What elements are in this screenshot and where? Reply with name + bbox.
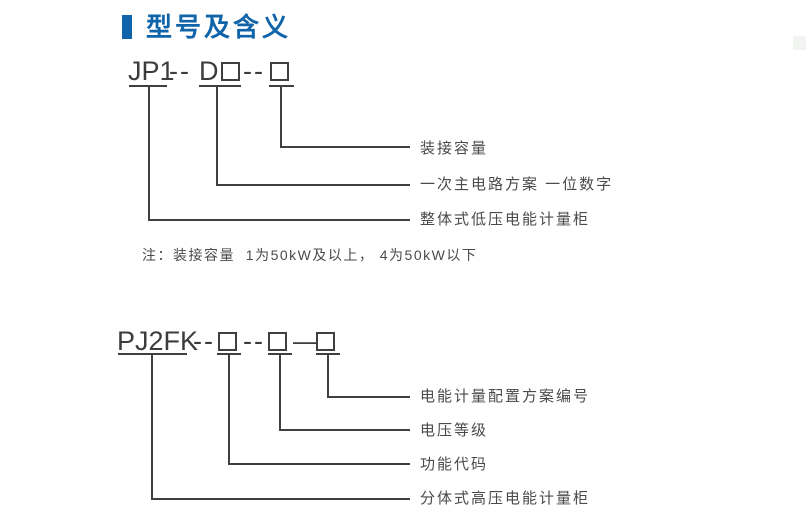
jp1-branch-horizontal-3 — [280, 146, 410, 148]
pj2fk-branch-vertical-3 — [279, 353, 281, 431]
pj2fk-branch-vertical-1 — [151, 353, 153, 500]
pj2fk-code-prefix: PJ2FK — [117, 326, 199, 356]
pj2fk-branch-vertical-2 — [228, 353, 230, 465]
jp1-branch-horizontal-1 — [148, 219, 410, 221]
pj2fk-branch-horizontal-3 — [279, 429, 410, 431]
jp1-code-letter: D — [199, 56, 219, 86]
jp1-label-cabinet-type: 整体式低压电能计量柜 — [420, 211, 591, 228]
jp1-branch-vertical-2 — [216, 85, 218, 186]
pj2fk-placeholder-box-1 — [218, 332, 237, 351]
jp1-dash-2: -- — [243, 56, 265, 86]
pj2fk-dash-2: -- — [243, 326, 265, 356]
pj2fk-label-function-code: 功能代码 — [420, 456, 489, 473]
jp1-placeholder-box-1 — [221, 62, 240, 81]
jp1-code-prefix: JP1 — [128, 56, 175, 86]
pj2fk-branch-vertical-4 — [327, 353, 329, 398]
pj2fk-branch-horizontal-4 — [327, 396, 410, 398]
jp1-note: 注：装接容量 1为50kW及以上， 4为50kW以下 — [142, 247, 478, 263]
title-marker-bar — [122, 15, 132, 39]
jp1-branch-horizontal-2 — [216, 184, 410, 186]
pj2fk-label-metering-scheme: 电能计量配置方案编号 — [420, 388, 591, 405]
jp1-placeholder-box-2 — [270, 62, 289, 81]
pj2fk-placeholder-box-2 — [268, 332, 287, 351]
jp1-label-primary-circuit: 一次主电路方案 一位数字 — [420, 176, 614, 193]
jp1-underline-2 — [199, 85, 241, 87]
pj2fk-long-dash: — — [293, 326, 320, 356]
pj2fk-dash-1: -- — [193, 326, 215, 356]
jp1-label-capacity: 装接容量 — [420, 140, 489, 157]
jp1-dash-1: -- — [169, 56, 191, 86]
section-title: 型号及含义 — [146, 12, 292, 42]
pj2fk-placeholder-box-3 — [316, 332, 335, 351]
jp1-branch-vertical-3 — [280, 85, 282, 148]
jp1-branch-vertical-1 — [148, 85, 150, 221]
pj2fk-label-voltage-level: 电压等级 — [420, 422, 489, 439]
pj2fk-branch-horizontal-2 — [228, 463, 410, 465]
pj2fk-branch-horizontal-1 — [151, 498, 410, 500]
pj2fk-label-cabinet-type: 分体式高压电能计量柜 — [420, 490, 591, 507]
edge-artifact-mark — [793, 36, 806, 50]
